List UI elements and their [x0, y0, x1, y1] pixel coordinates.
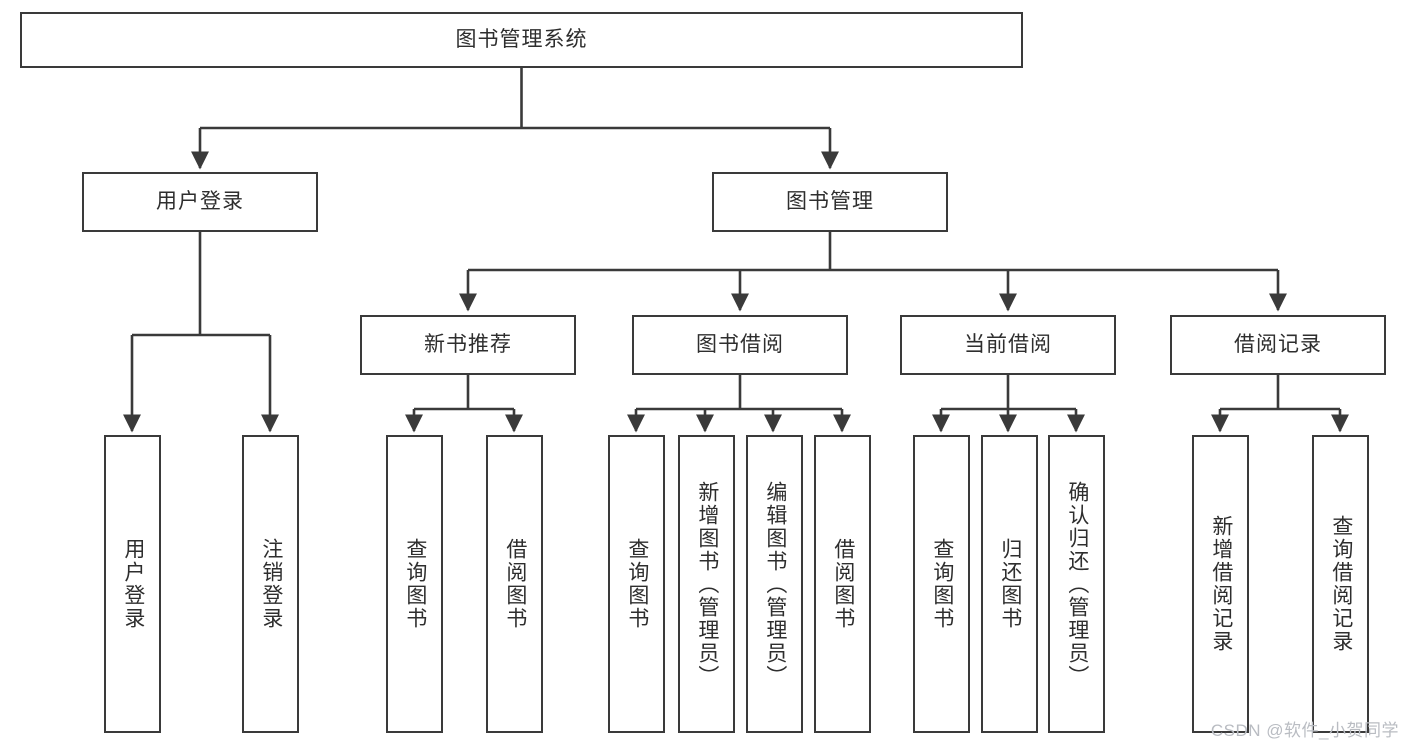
node-new-book-rec[interactable]: 新书推荐: [360, 315, 576, 375]
node-leaf-add-book[interactable]: 新增图书（管理员）: [678, 435, 735, 733]
node-book-manage-label: 图书管理: [786, 189, 874, 213]
node-leaf-confirm-return[interactable]: 确认归还（管理员）: [1048, 435, 1105, 733]
node-leaf-edit-book-label: 编辑图书（管理员）: [763, 480, 787, 688]
node-user-login-label: 用户登录: [156, 189, 244, 213]
node-leaf-user-login-label: 用户登录: [121, 538, 145, 630]
node-user-login[interactable]: 用户登录: [82, 172, 318, 232]
node-leaf-query-book-3[interactable]: 查询图书: [913, 435, 970, 733]
node-leaf-borrow-book-2-label: 借阅图书: [831, 538, 855, 630]
node-leaf-return-book-label: 归还图书: [998, 538, 1022, 630]
node-leaf-add-record[interactable]: 新增借阅记录: [1192, 435, 1249, 733]
node-leaf-logout-label: 注销登录: [259, 538, 283, 630]
node-leaf-query-book-1[interactable]: 查询图书: [386, 435, 443, 733]
node-leaf-logout[interactable]: 注销登录: [242, 435, 299, 733]
node-root[interactable]: 图书管理系统: [20, 12, 1023, 68]
node-book-borrow-label: 图书借阅: [696, 332, 784, 356]
node-leaf-borrow-book-1[interactable]: 借阅图书: [486, 435, 543, 733]
node-current-borrow-label: 当前借阅: [964, 332, 1052, 356]
node-book-borrow[interactable]: 图书借阅: [632, 315, 848, 375]
node-leaf-edit-book[interactable]: 编辑图书（管理员）: [746, 435, 803, 733]
node-leaf-query-record[interactable]: 查询借阅记录: [1312, 435, 1369, 733]
node-leaf-query-book-2-label: 查询图书: [625, 538, 649, 630]
node-book-manage[interactable]: 图书管理: [712, 172, 948, 232]
node-leaf-borrow-book-2[interactable]: 借阅图书: [814, 435, 871, 733]
node-current-borrow[interactable]: 当前借阅: [900, 315, 1116, 375]
node-borrow-record-label: 借阅记录: [1234, 332, 1322, 356]
node-leaf-query-book-1-label: 查询图书: [403, 538, 427, 630]
node-leaf-add-book-label: 新增图书（管理员）: [695, 480, 719, 688]
node-leaf-borrow-book-1-label: 借阅图书: [503, 538, 527, 630]
node-leaf-user-login[interactable]: 用户登录: [104, 435, 161, 733]
node-leaf-add-record-label: 新增借阅记录: [1209, 515, 1233, 653]
node-leaf-query-record-label: 查询借阅记录: [1329, 515, 1353, 653]
node-root-label: 图书管理系统: [455, 27, 588, 51]
watermark: CSDN @软件_小贺同学: [1210, 721, 1399, 740]
node-new-book-rec-label: 新书推荐: [424, 332, 512, 356]
node-leaf-query-book-3-label: 查询图书: [930, 538, 954, 630]
node-leaf-return-book[interactable]: 归还图书: [981, 435, 1038, 733]
node-borrow-record[interactable]: 借阅记录: [1170, 315, 1386, 375]
node-leaf-query-book-2[interactable]: 查询图书: [608, 435, 665, 733]
node-leaf-confirm-return-label: 确认归还（管理员）: [1065, 480, 1089, 688]
